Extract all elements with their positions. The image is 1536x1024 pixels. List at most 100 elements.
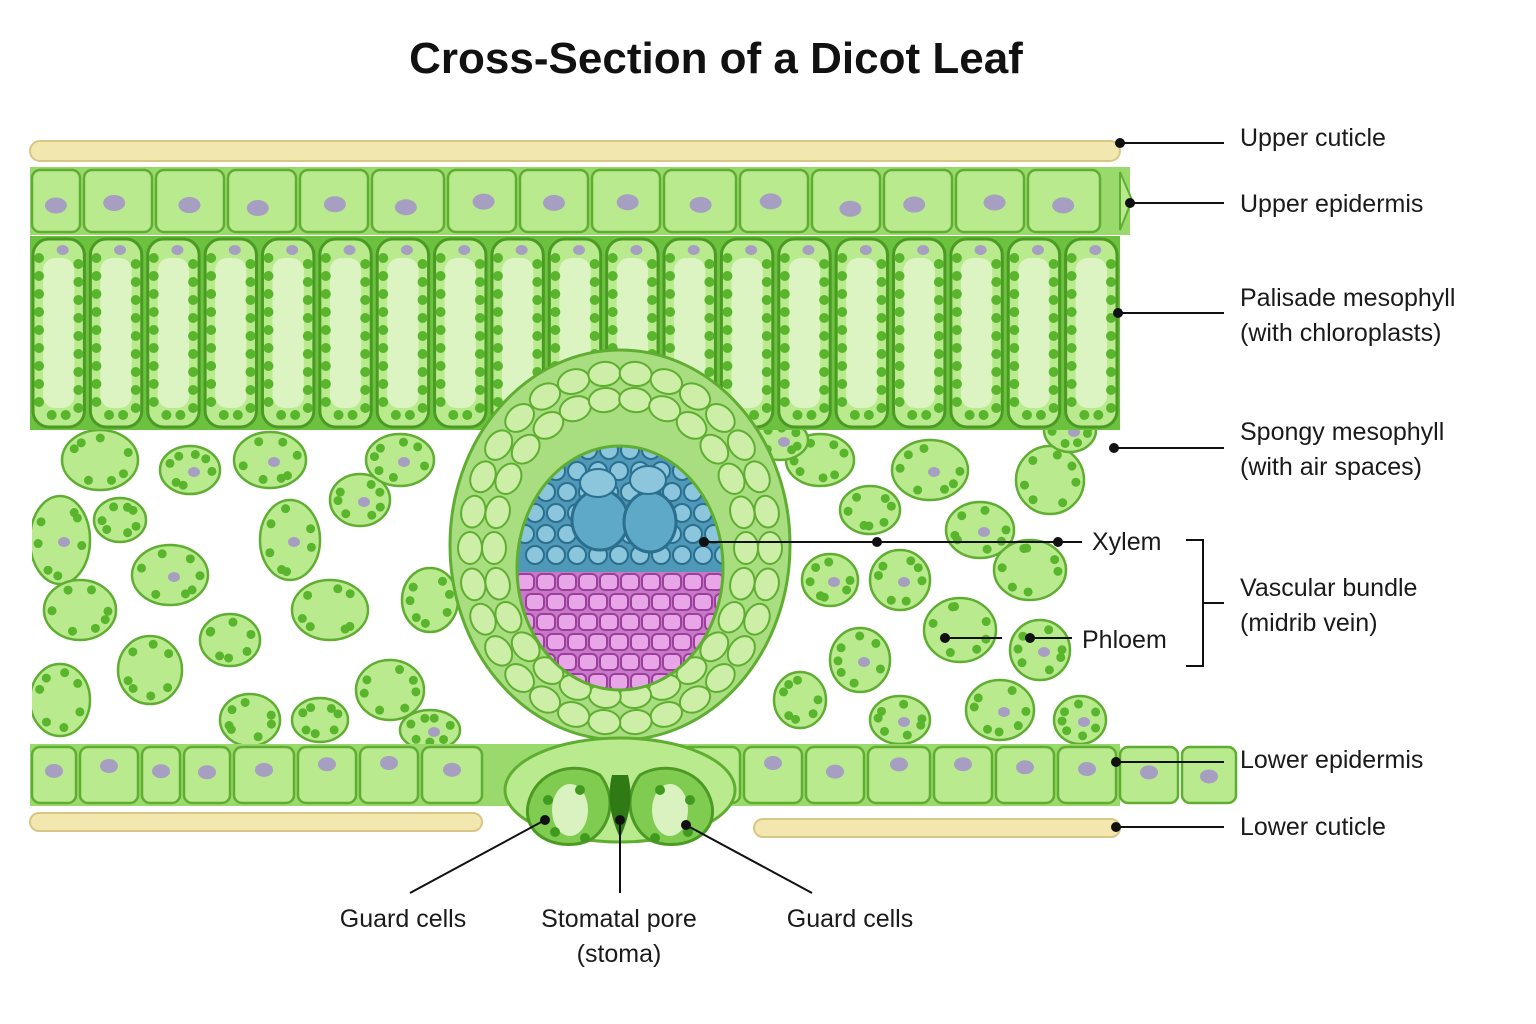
chloroplast — [879, 517, 889, 527]
chloroplast — [95, 433, 105, 443]
chloroplast — [886, 595, 896, 605]
chloroplast — [983, 724, 993, 734]
cell-vacuole — [43, 258, 75, 408]
cell-nucleus — [198, 765, 216, 780]
chloroplast — [245, 385, 256, 395]
bundle-sheath-cell — [743, 460, 771, 494]
chloroplast — [435, 361, 446, 371]
cell-nucleus — [44, 197, 67, 214]
chloroplast — [474, 403, 485, 413]
chloroplast — [137, 563, 147, 573]
chloroplast — [333, 410, 344, 420]
chloroplast — [378, 343, 389, 353]
xylem-vessel — [570, 488, 630, 552]
guard-cell-left — [526, 766, 612, 846]
chloroplast — [1048, 385, 1059, 395]
chloroplast — [1106, 331, 1116, 341]
chloroplast — [761, 313, 772, 323]
upper-epidermis — [30, 167, 1134, 235]
bundle-sheath-cell — [484, 495, 511, 530]
chloroplast — [1052, 450, 1062, 460]
cell-nucleus — [689, 196, 712, 213]
chloroplast — [607, 253, 618, 263]
chloroplast — [366, 479, 376, 489]
cell-vacuole — [1075, 258, 1107, 408]
xylem-vessel — [579, 468, 617, 498]
chloroplast — [532, 331, 543, 341]
chloroplast — [580, 833, 590, 843]
cell-nucleus — [178, 197, 201, 214]
chloroplast — [130, 313, 141, 323]
cell-nucleus — [428, 727, 440, 737]
chloroplast — [951, 343, 962, 353]
phloem-cell — [620, 573, 640, 591]
chloroplast — [420, 461, 430, 471]
cell-nucleus — [1078, 762, 1096, 777]
chloroplast — [1021, 410, 1032, 420]
chloroplast — [462, 410, 473, 420]
chloroplast — [148, 289, 159, 299]
chloroplast — [378, 325, 389, 335]
cell-nucleus — [745, 245, 758, 255]
cell-nucleus — [45, 763, 63, 778]
chloroplast — [1028, 495, 1038, 505]
phloem-cell — [683, 573, 703, 591]
chloroplast — [378, 253, 389, 263]
chloroplast — [837, 379, 848, 389]
cell-nucleus — [58, 537, 70, 547]
xylem-cell — [714, 545, 723, 565]
chloroplast — [1106, 277, 1116, 287]
chloroplast — [360, 385, 371, 395]
chloroplast — [903, 450, 913, 460]
chloroplast — [950, 601, 960, 611]
cell-nucleus — [380, 756, 398, 771]
chloroplast — [320, 379, 331, 389]
phloem-cell — [609, 593, 629, 611]
chloroplast — [899, 699, 909, 709]
chloroplast — [1035, 410, 1046, 420]
chloroplast — [1007, 582, 1017, 592]
bundle-sheath-cell — [675, 410, 708, 440]
chloroplast — [761, 295, 772, 305]
chloroplast — [761, 367, 772, 377]
bundle-sheath-cell — [743, 602, 771, 636]
chloroplast — [973, 693, 983, 703]
chloroplast — [442, 607, 452, 617]
chloroplast — [921, 410, 932, 420]
chloroplast — [685, 795, 695, 805]
chloroplast — [100, 615, 110, 625]
phloem-cell — [546, 633, 566, 651]
chloroplast — [73, 259, 84, 269]
chloroplast — [791, 714, 801, 724]
cell-nucleus — [778, 437, 790, 447]
spongy-cell — [290, 696, 350, 744]
bundle-sheath-cell — [726, 429, 756, 461]
chloroplast — [474, 313, 485, 323]
cell-nucleus — [764, 756, 782, 771]
chloroplast — [894, 253, 905, 263]
chloroplast — [360, 331, 371, 341]
chloroplast — [607, 271, 618, 281]
chloroplast — [448, 410, 459, 420]
chloroplast — [951, 271, 962, 281]
chloroplast — [190, 449, 200, 459]
chloroplast — [263, 343, 274, 353]
phloem-cell — [557, 653, 577, 671]
cell-nucleus — [103, 194, 126, 211]
phloem-cell — [641, 613, 661, 631]
chloroplast — [880, 726, 890, 736]
cell-nucleus — [983, 194, 1006, 211]
chloroplast — [67, 626, 77, 636]
chloroplast — [859, 520, 869, 530]
chloroplast — [41, 717, 51, 727]
chloroplast — [492, 289, 503, 299]
cell-nucleus — [343, 245, 356, 255]
chloroplast — [1066, 325, 1077, 335]
chloroplast — [103, 606, 113, 616]
chloroplast — [957, 511, 967, 521]
chloroplast — [492, 379, 503, 389]
chloroplast — [411, 734, 421, 744]
chloroplast — [73, 367, 84, 377]
phloem-cell — [546, 593, 566, 611]
